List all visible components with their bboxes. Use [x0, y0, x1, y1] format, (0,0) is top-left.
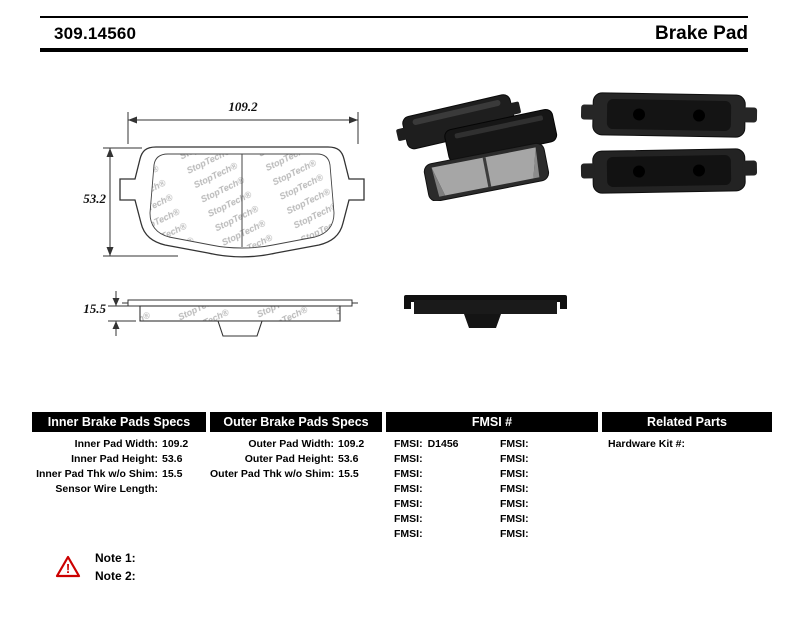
fmsi-label: FMSI: [500, 528, 529, 540]
pad-photo-back [573, 88, 765, 206]
product-type-title: Brake Pad [655, 22, 748, 44]
fmsi-header: FMSI # [386, 412, 598, 432]
fmsi-row: FMSI: [394, 467, 492, 482]
fmsi-row: FMSI: [394, 512, 492, 527]
header: 309.14560 Brake Pad [40, 20, 748, 47]
note-2: Note 2: [95, 569, 136, 583]
spec-value: 15.5 [338, 468, 359, 480]
thickness-dimension-label: 15.5 [83, 301, 106, 316]
fmsi-row: FMSI: [500, 512, 598, 527]
fmsi-row: FMSI: [394, 497, 492, 512]
fmsi-label: FMSI: [394, 528, 423, 540]
spec-value [158, 482, 206, 497]
fmsi-row: FMSI: [394, 482, 492, 497]
fmsi-label: FMSI: [394, 453, 423, 465]
spec-value: 109.2 [338, 438, 365, 450]
header-rule [40, 48, 748, 52]
outer-specs-header: Outer Brake Pads Specs [210, 412, 382, 432]
fmsi-row: FMSI: D1456 [394, 437, 492, 452]
spec-label: Inner Pad Thk w/o Shim: [36, 468, 158, 480]
related-parts-table: Related Parts Hardware Kit #: [602, 412, 772, 542]
spec-label: Outer Pad Width: [248, 438, 334, 450]
svg-text:!: ! [66, 561, 70, 576]
note-1: Note 1: [95, 551, 136, 565]
fmsi-row: FMSI: [500, 497, 598, 512]
fmsi-label: FMSI: [394, 468, 423, 480]
fmsi-row: FMSI: [500, 467, 598, 482]
spec-value: 53.6 [338, 453, 359, 465]
inner-spec-row: Sensor Wire Length: [32, 482, 206, 497]
spec-label: Sensor Wire Length: [55, 483, 158, 495]
fmsi-label: FMSI: [394, 483, 423, 495]
height-dimension-line [103, 147, 178, 257]
spec-label: Outer Pad Thk w/o Shim: [210, 468, 335, 480]
fmsi-label: FMSI: [500, 468, 529, 480]
inner-specs-header: Inner Brake Pads Specs [32, 412, 206, 432]
outer-specs-table: Outer Brake Pads Specs Outer Pad Width: … [210, 412, 382, 542]
spec-value: 109.2 [162, 438, 189, 450]
width-dimension-line [127, 112, 359, 144]
inner-spec-row: Inner Pad Width: 109.2 [32, 437, 206, 452]
height-dimension-label: 53.2 [83, 191, 106, 206]
technical-drawing: StopTech® [70, 95, 380, 365]
outer-spec-row: Outer Pad Height: 53.6 [210, 452, 382, 467]
fmsi-label: FMSI: [500, 453, 529, 465]
fmsi-table: FMSI # FMSI: D1456 FMSI: FMSI: FMSI: [386, 412, 598, 542]
pad-line-drawing: StopTech® [103, 112, 365, 337]
notes-section: ! Note 1: Note 2: [55, 549, 136, 585]
fmsi-label: FMSI: [394, 513, 423, 525]
spec-label: Inner Pad Height: [71, 453, 158, 465]
fmsi-label: FMSI: [500, 513, 529, 525]
top-rule [40, 16, 748, 18]
spec-label: Outer Pad Height: [244, 453, 334, 465]
fmsi-row: FMSI: [394, 527, 492, 542]
inner-spec-row: Inner Pad Height: 53.6 [32, 452, 206, 467]
fmsi-label: FMSI: [500, 483, 529, 495]
outer-spec-row: Outer Pad Width: 109.2 [210, 437, 382, 452]
fmsi-column-2: FMSI: FMSI: FMSI: FMSI: FMSI: [492, 437, 598, 542]
spec-value: 53.6 [162, 453, 183, 465]
fmsi-column-1: FMSI: D1456 FMSI: FMSI: FMSI: FMSI: [386, 437, 492, 542]
pad-side-view [122, 299, 358, 337]
related-part-row: Hardware Kit #: [602, 437, 772, 452]
pad-front-view [119, 146, 365, 258]
width-dimension-label: 109.2 [228, 99, 258, 114]
fmsi-row: FMSI: [500, 527, 598, 542]
fmsi-value: D1456 [427, 438, 459, 450]
fmsi-label: FMSI: [394, 438, 423, 450]
spec-label: Inner Pad Width: [74, 438, 158, 450]
pad-photo-angled [390, 93, 575, 202]
fmsi-row: FMSI: [500, 482, 598, 497]
specs-tables: Inner Brake Pads Specs Inner Pad Width: … [32, 412, 772, 542]
fmsi-row: FMSI: [500, 437, 598, 452]
inner-spec-row: Inner Pad Thk w/o Shim: 15.5 [32, 467, 206, 482]
thickness-dimension-line [108, 291, 136, 336]
part-number: 309.14560 [54, 23, 137, 43]
outer-spec-row: Outer Pad Thk w/o Shim: 15.5 [210, 467, 382, 482]
fmsi-label: FMSI: [500, 438, 529, 450]
related-parts-header: Related Parts [602, 412, 772, 432]
warning-icon: ! [55, 555, 81, 578]
fmsi-label: FMSI: [500, 498, 529, 510]
inner-specs-table: Inner Brake Pads Specs Inner Pad Width: … [32, 412, 206, 542]
spec-value: 15.5 [162, 468, 183, 480]
pad-photo-edge [398, 283, 573, 335]
fmsi-label: FMSI: [394, 498, 423, 510]
related-part-label: Hardware Kit #: [608, 438, 686, 450]
fmsi-row: FMSI: [500, 452, 598, 467]
fmsi-row: FMSI: [394, 452, 492, 467]
